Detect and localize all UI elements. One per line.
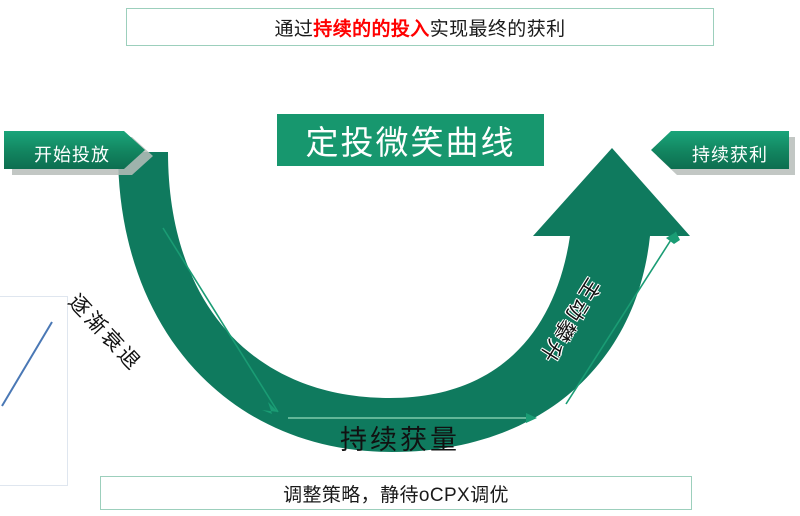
tag-right-shape bbox=[651, 131, 795, 175]
tag-right-label: 持续获利 bbox=[692, 144, 768, 165]
tag-continuous-profit[interactable]: 持续获利 bbox=[651, 131, 795, 176]
main-title-banner: 定投微笑曲线 bbox=[277, 114, 544, 166]
top-caption-text: 通过持续的的投入实现最终的获利 bbox=[274, 14, 565, 41]
bottom-caption-box: 调整策略，静待oCPX调优 bbox=[100, 476, 692, 510]
stray-rectangle-artifact bbox=[0, 296, 68, 486]
tag-left-label: 开始投放 bbox=[34, 144, 110, 165]
stray-diagonal-line-artifact bbox=[1, 321, 53, 407]
top-caption-box: 通过持续的的投入实现最终的获利 bbox=[126, 8, 714, 46]
top-caption-segment-highlight: 持续的的投入 bbox=[313, 18, 430, 40]
page-title: 定投微笑曲线 bbox=[305, 124, 516, 161]
top-caption-segment-3: 实现最终的获利 bbox=[429, 18, 566, 40]
curve-arrow-body bbox=[118, 148, 690, 452]
side-label-rise: 主动攀升 bbox=[534, 274, 605, 368]
top-caption-segment-1: 通过 bbox=[274, 18, 314, 40]
bottom-caption-text: 调整策略，静待oCPX调优 bbox=[283, 484, 509, 506]
tag-start-delivery[interactable]: 开始投放 bbox=[4, 131, 156, 176]
side-label-decline: 逐渐衰退 bbox=[63, 290, 146, 377]
bottom-center-label: 持续获量 bbox=[340, 425, 460, 455]
tag-left-shape bbox=[4, 131, 153, 175]
left-decline-arrow bbox=[162, 227, 279, 414]
